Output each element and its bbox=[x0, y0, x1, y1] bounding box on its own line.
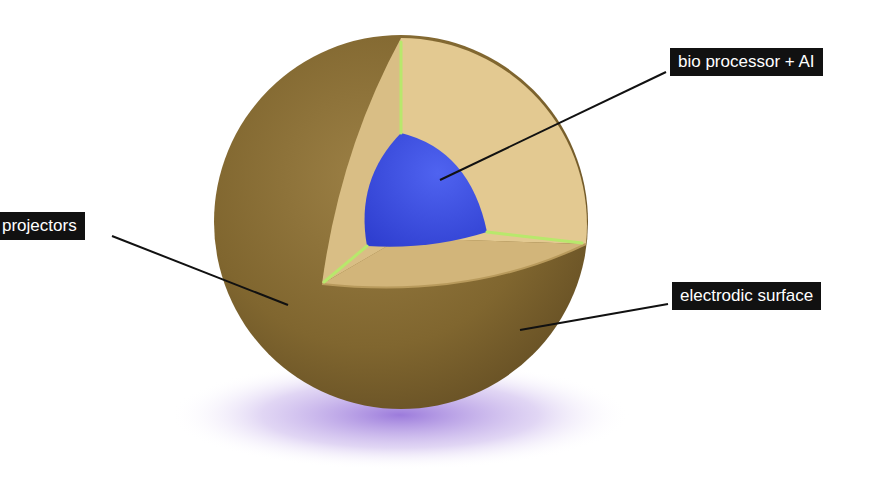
bio-processor-core bbox=[365, 133, 487, 247]
part-label: projectors bbox=[0, 212, 85, 240]
cut-face bbox=[322, 238, 586, 288]
part-label: bio processor + AI bbox=[670, 48, 823, 76]
electrodic-shell bbox=[214, 35, 588, 409]
part-label: electrodic surface bbox=[672, 282, 821, 310]
leader-lines bbox=[112, 72, 668, 330]
cut-edge bbox=[322, 244, 586, 288]
projector-lines bbox=[324, 42, 582, 282]
